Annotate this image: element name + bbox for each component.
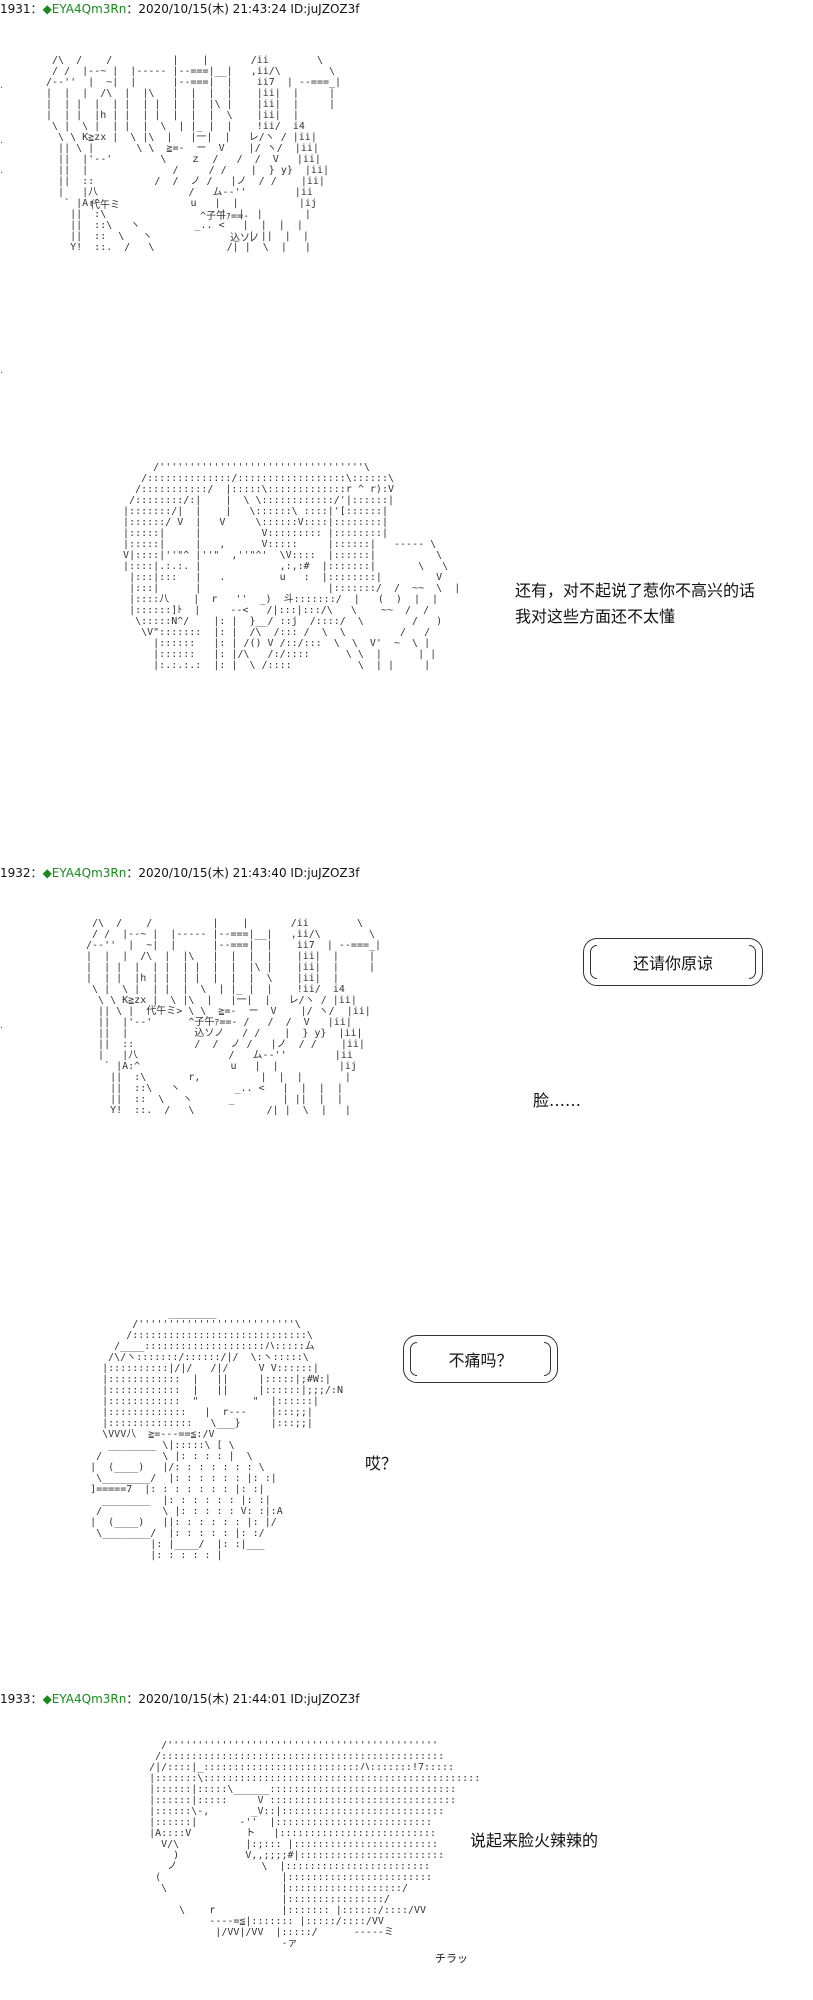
post-datetime: ：2020/10/15(木) 21:43:40 <box>126 866 287 880</box>
post-id[interactable]: ID:juJZOZ3f <box>290 1692 360 1706</box>
ascii-art-face-1-label-3: 込ソノ <box>230 233 260 244</box>
ascii-art-girl-3: /'''''''''''''''''''''''''''''''''''''''… <box>149 1740 481 1949</box>
post-separator: ： <box>30 2 43 16</box>
post-header-1933: 1933：◆EYA4Qm3Rn：2020/10/15(木) 21:44:01 I… <box>0 1690 359 1708</box>
face-label-3: 込ソノ <box>230 233 260 244</box>
post-datetime: ：2020/10/15(木) 21:43:24 <box>126 2 287 16</box>
margin-dot: . <box>0 365 4 376</box>
dialogue-line-2: 我对这些方面还不太懂 <box>515 607 676 626</box>
post-separator: ： <box>30 866 43 880</box>
margin-dot: . <box>0 1020 4 1031</box>
speech-bubble-1: 还请你原谅 <box>583 938 763 986</box>
post-trip[interactable]: EYA4Qm3Rn <box>51 866 127 880</box>
post-trip[interactable]: EYA4Qm3Rn <box>51 2 127 16</box>
post-number: 1933 <box>0 1692 31 1706</box>
dialogue-line-3: 脸…… <box>533 1091 582 1110</box>
trip-diamond-icon: ◆ <box>42 2 52 16</box>
post-datetime: ：2020/10/15(木) 21:44:01 <box>126 1692 287 1706</box>
ascii-art-face-1-label: 代午ミ <box>90 200 120 211</box>
ascii-art-face-1-label-2: ^子午ｧ==- <box>200 211 249 222</box>
margin-dot: . <box>0 135 4 146</box>
margin-dot: . <box>0 80 4 91</box>
post-trip[interactable]: EYA4Qm3Rn <box>51 1692 127 1706</box>
dialogue-line-4: 哎？ <box>365 1454 398 1473</box>
post-id[interactable]: ID:juJZOZ3f <box>290 2 360 16</box>
speech-bubble-2-text: 不痛吗？ <box>448 1351 513 1370</box>
speech-bubble-2: 不痛吗？ <box>403 1335 558 1383</box>
post-header-1931: 1931：◆EYA4Qm3Rn：2020/10/15(木) 21:43:24 I… <box>0 0 359 18</box>
ascii-art-face-1: /\ / / | | /ii \ / / |--~ | |----- |--==… <box>46 55 342 253</box>
sfx-chira: チラッ <box>435 1952 468 1965</box>
trip-diamond-icon: ◆ <box>42 1692 52 1706</box>
face-label-2: ^子午ｧ==- <box>200 211 250 222</box>
post-separator: ： <box>30 1692 43 1706</box>
ascii-art-face-2: /\ / / | | /ii \ / / |--~ | |----- |--==… <box>86 918 382 1116</box>
post-id[interactable]: ID:juJZOZ3f <box>290 866 360 880</box>
post-number: 1932 <box>0 866 31 880</box>
face-label-1: 代午ミ <box>90 200 120 211</box>
trip-diamond-icon: ◆ <box>42 866 52 880</box>
speech-bubble-1-text: 还请你原谅 <box>632 954 713 973</box>
ascii-art-girl-2: ________ /''''''''''''''''''''''''''\ /:… <box>90 1308 343 1561</box>
dialogue-line-5: 说起来脸火辣辣的 <box>470 1831 599 1850</box>
post-number: 1931 <box>0 2 31 16</box>
ascii-art-girl-1: /''''''''''''''''''''''''''''''''''\ /::… <box>123 462 461 671</box>
post-header-1932: 1932：◆EYA4Qm3Rn：2020/10/15(木) 21:43:40 I… <box>0 864 359 882</box>
dialogue-line-1: 还有，对不起说了惹你不高兴的话 <box>515 581 756 600</box>
margin-dot: . <box>0 165 4 176</box>
